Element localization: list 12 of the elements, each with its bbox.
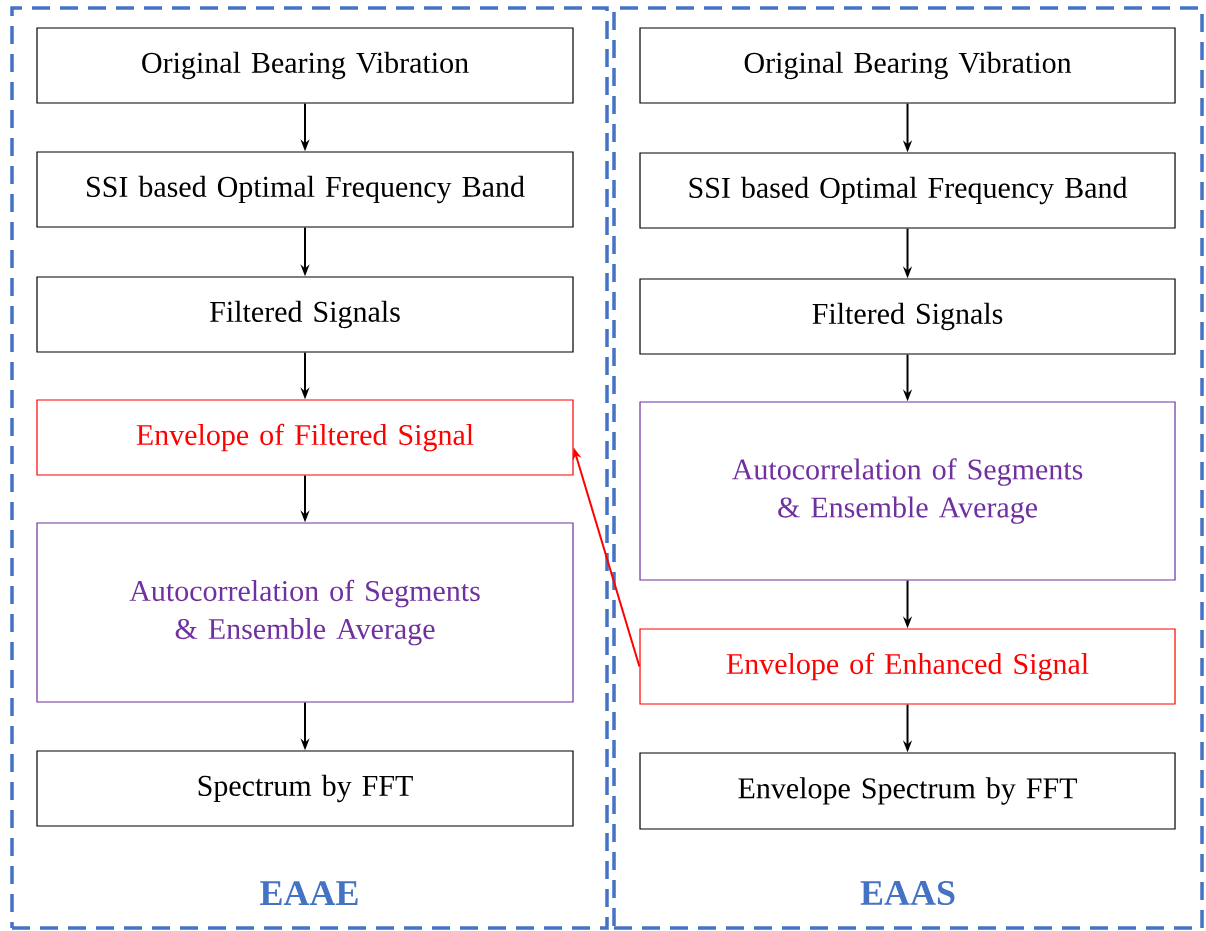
process-box: Envelope Spectrum by FFT — [639, 752, 1176, 830]
process-box: Filtered Signals — [36, 276, 574, 353]
process-box: Original Bearing Vibration — [36, 27, 574, 104]
process-box: Autocorrelation of Segments & Ensemble Average — [36, 522, 574, 703]
process-box: Original Bearing Vibration — [639, 27, 1176, 104]
process-box: Filtered Signals — [639, 278, 1176, 355]
process-box: SSI based Optimal Frequency Band — [639, 152, 1176, 229]
process-box: SSI based Optimal Frequency Band — [36, 151, 574, 228]
process-box: Spectrum by FFT — [36, 750, 574, 827]
process-box: Autocorrelation of Segments & Ensemble Average — [639, 401, 1176, 581]
process-box: Envelope of Filtered Signal — [36, 399, 574, 476]
process-box: Envelope of Enhanced Signal — [639, 628, 1176, 705]
